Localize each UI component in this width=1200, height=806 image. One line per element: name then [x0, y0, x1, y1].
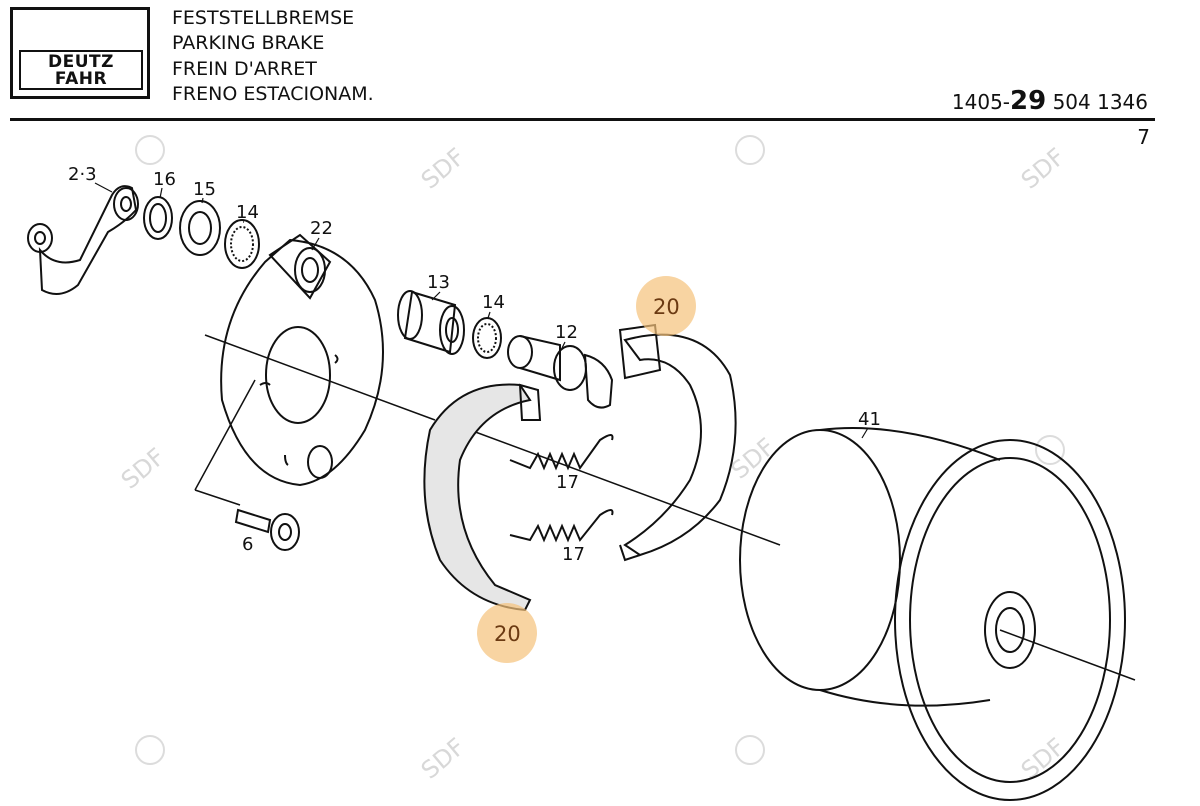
- brake-shoe-part-20-lower: [423, 383, 542, 612]
- return-springs-part-17: [509, 434, 614, 543]
- logo-line-2: FAHR: [54, 69, 108, 89]
- callout-20-upper: 20: [653, 295, 680, 319]
- callout-17a: 17: [556, 472, 579, 493]
- brake-drum-part-41: [739, 427, 1126, 801]
- watermarks: SDF SDF SDF SDF SDF SDF: [116, 135, 1070, 785]
- callout-15: 15: [193, 179, 216, 200]
- watermark-text: SDF: [416, 733, 470, 785]
- page-number: 7: [1137, 125, 1150, 149]
- callout-12: 12: [555, 322, 578, 343]
- callout-leader-lines: [94, 182, 869, 439]
- assembly-axis-lines: [194, 334, 1136, 681]
- callout-17b: 17: [562, 544, 585, 565]
- back-plate-part-22: [220, 233, 384, 487]
- bearing-part-15: [179, 200, 221, 256]
- logo-line-1: DEUTZ: [48, 52, 114, 72]
- title-english: PARKING BRAKE: [172, 32, 325, 54]
- part-number-suffix: 504 1346: [1052, 90, 1148, 114]
- highlight-marker-20-upper: [636, 276, 696, 336]
- part-number-prefix: 1405-: [951, 90, 1011, 114]
- callout-2-3: 2·3: [68, 164, 97, 185]
- deutz-fahr-logo: DEUTZ FAHR: [10, 7, 150, 99]
- callout-labels: 2·3 16 15 14 22 13 14 12 20 20 17 17 41 …: [68, 164, 881, 646]
- needle-ring-part-14: [224, 219, 260, 269]
- callout-41: 41: [858, 409, 881, 430]
- cam-shaft-part-12: [507, 335, 614, 409]
- title-german: FESTSTELLBREMSE: [172, 7, 355, 29]
- title-french: FREIN D'ARRET: [172, 58, 317, 80]
- lever-part-2-3: [27, 185, 139, 295]
- highlight-marker-20-lower: [477, 603, 537, 663]
- callout-14: 14: [236, 202, 259, 223]
- part-number: 1405-29 504 1346: [952, 86, 1148, 116]
- watermark-text: SDF: [416, 143, 470, 195]
- needle-ring-part-14b: [472, 317, 502, 359]
- callout-highlights: [477, 276, 696, 663]
- watermark-text: SDF: [1016, 143, 1070, 195]
- header-rule: [10, 118, 1155, 121]
- bushing-part-13: [397, 290, 465, 355]
- logo-wordmark-box: DEUTZ FAHR: [19, 50, 143, 90]
- circlip-part-16: [143, 196, 173, 240]
- callout-22: 22: [310, 218, 333, 239]
- callout-16: 16: [153, 169, 176, 190]
- callout-13: 13: [427, 272, 450, 293]
- callout-14b: 14: [482, 292, 505, 313]
- watermark-text: SDF: [116, 443, 170, 495]
- brake-shoe-part-20-upper: [618, 323, 737, 562]
- title-spanish: FRENO ESTACIONAM.: [172, 83, 374, 105]
- callout-6: 6: [242, 534, 253, 555]
- part-number-group: 29: [1010, 86, 1047, 116]
- bolt-part-6: [234, 508, 300, 551]
- callout-20-lower: 20: [494, 622, 521, 646]
